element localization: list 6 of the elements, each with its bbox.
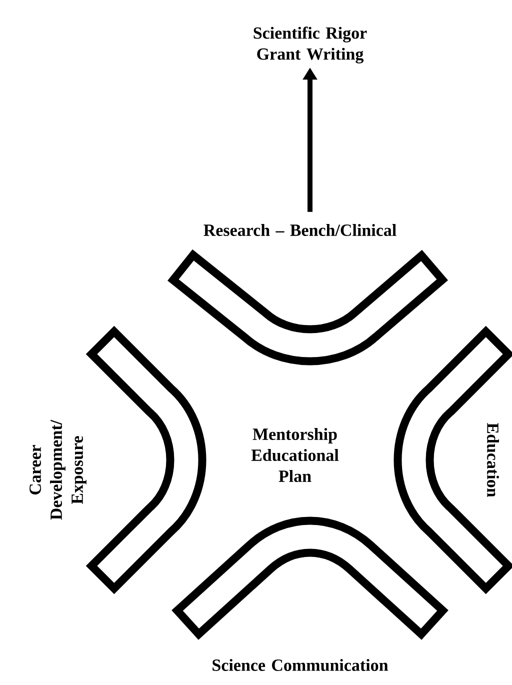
heading-text: Scientific Rigor Grant Writing <box>254 26 367 64</box>
band-label: Education <box>487 422 499 498</box>
band-label: Research – Bench/Clinical <box>204 224 396 236</box>
band-label: Science Communication <box>212 659 388 671</box>
center-text: Mentorship Educational Plan <box>251 428 339 482</box>
band-label: Career Development/ Exposure <box>30 420 86 520</box>
